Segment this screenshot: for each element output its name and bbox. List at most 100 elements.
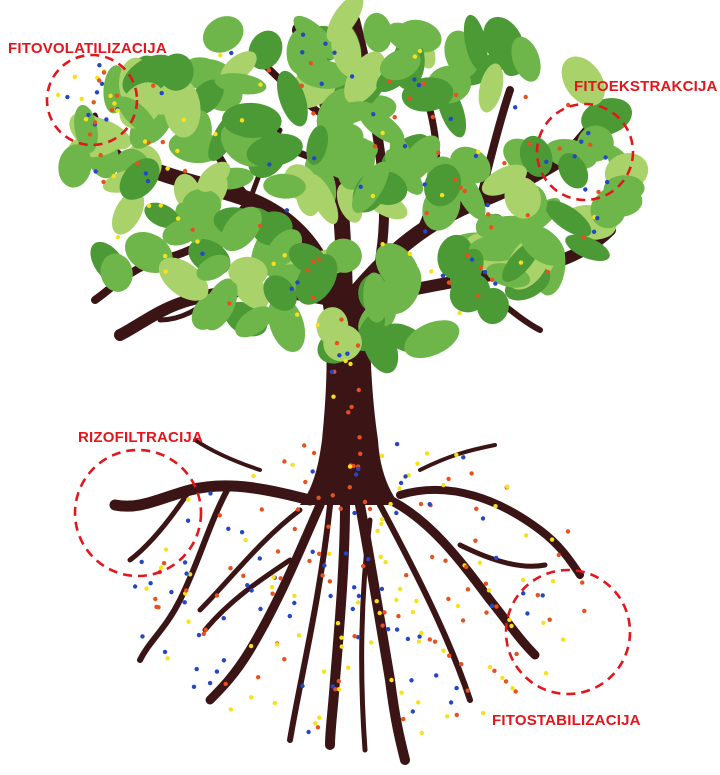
particle [309, 61, 313, 65]
particle [204, 628, 208, 632]
particle [408, 252, 412, 256]
particle [375, 529, 379, 533]
particle [224, 682, 228, 686]
particle [395, 442, 399, 446]
particle [270, 585, 274, 589]
particle [94, 169, 98, 173]
particle [312, 156, 316, 160]
particle [433, 640, 437, 644]
leaf [196, 9, 250, 60]
particle [98, 153, 102, 157]
particle [140, 634, 144, 638]
particle [337, 679, 341, 683]
particle [140, 560, 144, 564]
particle [581, 235, 585, 239]
particle [586, 131, 590, 135]
particle [222, 658, 226, 662]
particle [148, 581, 152, 585]
particle [339, 507, 343, 511]
particle [218, 513, 222, 517]
particle [133, 584, 137, 588]
particle [357, 594, 361, 598]
particle [490, 278, 494, 282]
particle [249, 644, 253, 648]
particle [144, 171, 148, 175]
particle [104, 117, 108, 121]
particle [135, 161, 139, 165]
particle [461, 455, 465, 459]
particle [272, 262, 276, 266]
particle [291, 463, 295, 467]
particle [276, 549, 280, 553]
particle [301, 33, 305, 37]
particle [295, 280, 299, 284]
particle [580, 580, 584, 584]
particle [110, 108, 114, 112]
label-rizofiltracija: RIZOFILTRACIJA [78, 429, 203, 446]
particle [519, 260, 523, 264]
particle [474, 507, 478, 511]
particle [479, 266, 483, 270]
particle [316, 725, 320, 729]
particle [434, 673, 438, 677]
particle [322, 563, 326, 567]
particle [420, 731, 424, 735]
particle [357, 388, 361, 392]
particle [320, 573, 324, 577]
particle [108, 94, 112, 98]
particle [493, 281, 497, 285]
particle [404, 573, 408, 577]
particle [80, 97, 84, 101]
particle [507, 618, 511, 622]
particle [229, 707, 233, 711]
particle [144, 586, 148, 590]
particle [371, 194, 375, 198]
particle [102, 70, 106, 74]
particle [492, 669, 496, 673]
particle [595, 216, 599, 220]
root-8 [400, 490, 580, 575]
particle [192, 685, 196, 689]
particle [548, 618, 552, 622]
particle [605, 180, 609, 184]
particle [88, 132, 92, 136]
particle [447, 654, 451, 658]
particle [484, 582, 488, 586]
particle [500, 676, 504, 680]
particle [340, 644, 344, 648]
particle [476, 150, 480, 154]
particle [326, 525, 330, 529]
particle [183, 600, 187, 604]
particle [557, 146, 561, 150]
root-7 [390, 500, 535, 655]
particle [536, 593, 540, 597]
label-fitoekstrakcija: FITOEKSTRAKCIJA [574, 78, 718, 95]
particle [215, 593, 219, 597]
particle [352, 585, 356, 589]
particle [488, 665, 492, 669]
particle [419, 631, 423, 635]
particle [215, 669, 219, 673]
particle [282, 459, 286, 463]
particle [249, 588, 253, 592]
particle [524, 95, 528, 99]
particle [267, 162, 271, 166]
particle [428, 502, 432, 506]
particle [288, 614, 292, 618]
particle [352, 511, 356, 515]
particle [332, 51, 336, 55]
particle [112, 174, 116, 178]
particle [331, 395, 335, 399]
particle [162, 561, 166, 565]
particle [380, 587, 384, 591]
particle [449, 700, 453, 704]
particle [443, 559, 447, 563]
particle [441, 649, 445, 653]
particle [336, 621, 340, 625]
particle [97, 63, 101, 67]
particle [417, 639, 421, 643]
particle [273, 701, 277, 705]
particle [481, 711, 485, 715]
particle [514, 689, 518, 693]
particle [348, 362, 352, 366]
